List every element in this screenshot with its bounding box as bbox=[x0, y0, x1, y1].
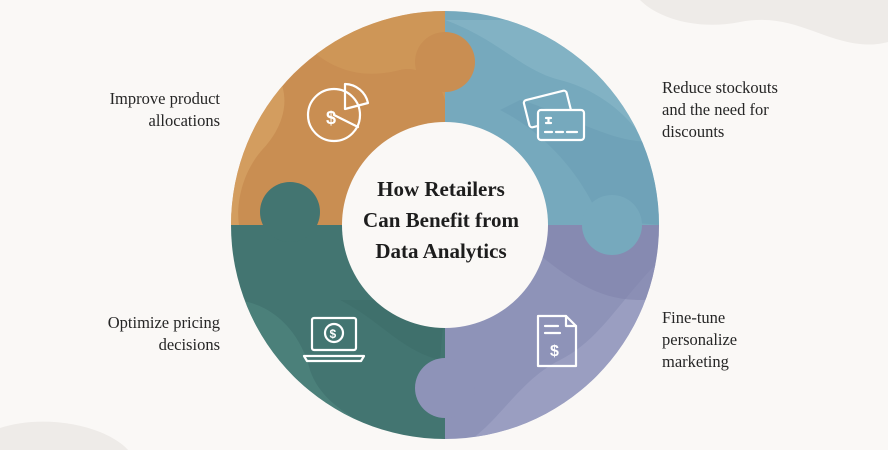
label-line: marketing bbox=[662, 352, 729, 371]
label-line: decisions bbox=[158, 335, 220, 354]
label-line: Fine-tune bbox=[662, 308, 726, 327]
svg-text:$: $ bbox=[326, 108, 336, 128]
label-line: Improve product bbox=[109, 89, 220, 108]
label-fine-tune-marketing: Fine-tune personalize marketing bbox=[662, 307, 737, 373]
title-line-2: Can Benefit from bbox=[363, 208, 519, 232]
center-circle bbox=[342, 122, 548, 328]
invoice-dollar-icon: $ bbox=[536, 314, 578, 368]
laptop-dollar-icon: $ bbox=[302, 316, 366, 363]
label-line: Optimize pricing bbox=[107, 313, 220, 332]
credit-cards-icon bbox=[522, 89, 586, 142]
title-line-3: Data Analytics bbox=[375, 239, 507, 263]
label-optimize-pricing: Optimize pricing decisions bbox=[108, 312, 220, 356]
label-reduce-stockouts: Reduce stockouts and the need for discou… bbox=[662, 77, 778, 143]
label-improve-product-allocations: Improve product allocations bbox=[110, 88, 220, 132]
center-title: How Retailers Can Benefit from Data Anal… bbox=[336, 174, 546, 267]
label-line: discounts bbox=[662, 122, 725, 141]
puzzle-tab-4 bbox=[260, 182, 320, 242]
puzzle-tab-1 bbox=[415, 32, 475, 92]
label-line: and the need for bbox=[662, 100, 769, 119]
puzzle-tab-3 bbox=[415, 358, 475, 418]
title-line-1: How Retailers bbox=[377, 177, 505, 201]
svg-text:$: $ bbox=[550, 343, 559, 360]
puzzle-tab-2 bbox=[582, 195, 642, 255]
label-line: personalize bbox=[662, 330, 738, 349]
svg-text:$: $ bbox=[330, 327, 337, 341]
label-line: allocations bbox=[148, 111, 220, 130]
pie-chart-dollar-icon: $ bbox=[306, 82, 370, 143]
label-line: Reduce stockouts bbox=[662, 78, 778, 97]
